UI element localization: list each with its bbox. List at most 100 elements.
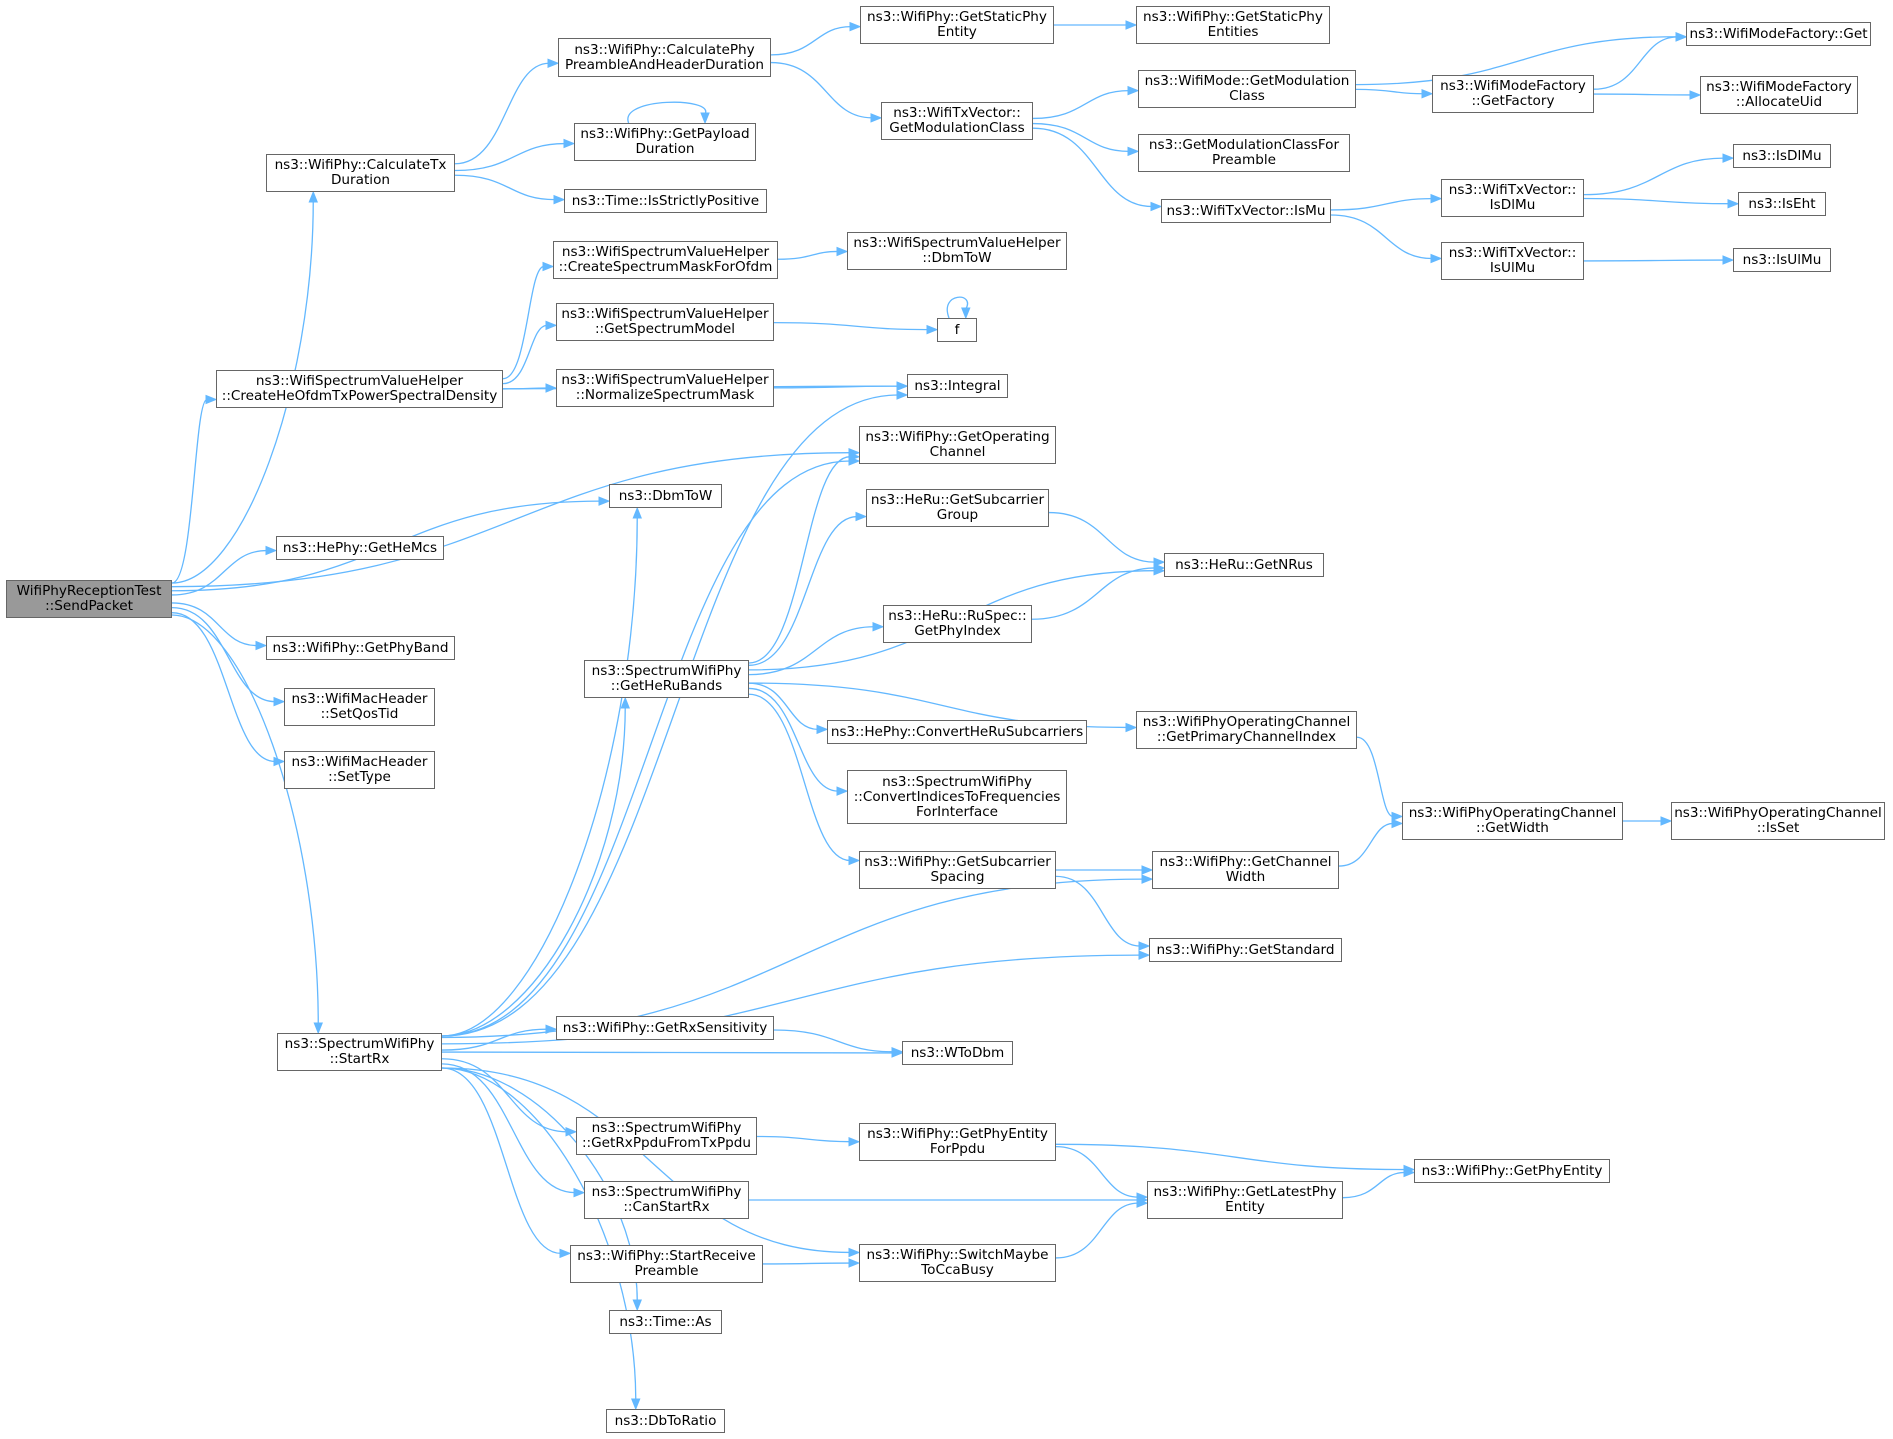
graph-node-label: ns3::WifiPhyOperatingChannel <box>1674 805 1882 821</box>
edge-heOfdm-to-maskOfdm <box>502 265 545 380</box>
graph-node-getNRus[interactable]: ns3::HeRu::GetNRus <box>1164 553 1324 577</box>
graph-node-label: ns3::IsUlMu <box>1742 251 1822 268</box>
graph-node-setQosTid[interactable]: ns3::WifiMacHeader::SetQosTid <box>284 688 435 726</box>
edge-entityPpdu-to-getPhyEntity <box>1055 1143 1406 1171</box>
graph-node-label: ns3::Integral <box>914 377 1001 394</box>
graph-node-phyIndex[interactable]: ns3::HeRu::RuSpec::GetPhyIndex <box>883 605 1032 643</box>
graph-node-allocUid[interactable]: ns3::WifiModeFactory::AllocateUid <box>1700 76 1858 114</box>
edge-arrowhead <box>1689 90 1702 100</box>
graph-node-convHeRu[interactable]: ns3::HePhy::ConvertHeRuSubcarriers <box>827 720 1087 744</box>
graph-node-strictlyPos[interactable]: ns3::Time::IsStrictlyPositive <box>564 189 767 213</box>
graph-node-opIsSet[interactable]: ns3::WifiPhyOperatingChannel::IsSet <box>1671 802 1885 840</box>
edge-latestEntity-to-getPhyEntity <box>1342 1171 1406 1199</box>
graph-node-label: ns3::SpectrumWifiPhy <box>591 663 742 679</box>
graph-node-txModClass[interactable]: ns3::WifiTxVector::GetModulationClass <box>881 102 1033 140</box>
graph-node-rxSens[interactable]: ns3::WifiPhy::GetRxSensitivity <box>556 1016 774 1040</box>
graph-node-label: ns3::HeRu::GetNRus <box>1175 556 1313 573</box>
graph-node-canStartRx[interactable]: ns3::SpectrumWifiPhy::CanStartRx <box>584 1181 749 1219</box>
edge-chWidth-to-opGetWidth <box>1338 822 1394 867</box>
graph-node-label: ::CreateSpectrumMaskForOfdm <box>558 259 773 275</box>
graph-node-label: ::NormalizeSpectrumMask <box>575 387 755 403</box>
edge-modeModClass-to-factory <box>1355 88 1424 95</box>
edge-arrowhead <box>542 261 555 272</box>
graph-node-wToDbm[interactable]: ns3::WToDbm <box>902 1041 1013 1065</box>
graph-node-factory[interactable]: ns3::WifiModeFactory::GetFactory <box>1432 75 1594 113</box>
graph-node-txIsUlMu[interactable]: ns3::WifiTxVector::IsUlMu <box>1441 242 1584 280</box>
graph-node-heOfdm[interactable]: ns3::WifiSpectrumValueHelper::CreateHeOf… <box>216 370 503 408</box>
graph-node-label: ns3::WifiPhyOperatingChannel <box>1408 805 1617 821</box>
graph-node-label: ::StartRx <box>329 1051 390 1067</box>
edge-arrowhead <box>1141 865 1154 875</box>
graph-node-txIsMu[interactable]: ns3::WifiTxVector::IsMu <box>1161 199 1331 223</box>
edge-root-to-setQosTid <box>171 606 276 703</box>
graph-node-label: ns3::WifiMacHeader <box>291 691 428 707</box>
graph-node-isDlMu[interactable]: ns3::IsDlMu <box>1733 144 1831 168</box>
edge-arrowhead <box>598 496 611 506</box>
graph-node-label: Entities <box>1207 24 1259 40</box>
graph-node-specModel[interactable]: ns3::WifiSpectrumValueHelper::GetSpectru… <box>556 303 774 341</box>
edge-arrowhead <box>1675 32 1688 42</box>
edge-subSpacing-to-getStandard <box>1055 875 1141 947</box>
graph-node-label: Preamble <box>1212 152 1276 168</box>
graph-node-isEht[interactable]: ns3::IsEht <box>1738 192 1826 216</box>
edge-root-to-getPhyBand <box>171 602 258 647</box>
graph-node-maskOfdm[interactable]: ns3::WifiSpectrumValueHelper::CreateSpec… <box>553 241 778 279</box>
graph-node-dbToRatio[interactable]: ns3::DbToRatio <box>606 1409 725 1433</box>
edge-arrowhead <box>1421 89 1434 99</box>
graph-node-heRuBands[interactable]: ns3::SpectrumWifiPhy::GetHeRuBands <box>584 660 749 698</box>
graph-node-label: ns3::WifiPhy::GetPhyEntity <box>1421 1162 1603 1179</box>
graph-node-label: ns3::SpectrumWifiPhy <box>591 1120 742 1136</box>
graph-node-factoryGet[interactable]: ns3::WifiModeFactory::Get <box>1686 22 1871 46</box>
graph-node-dbmToW[interactable]: ns3::DbmToW <box>609 484 722 508</box>
graph-node-helperDbmToW[interactable]: ns3::WifiSpectrumValueHelper::DbmToW <box>847 232 1067 270</box>
graph-node-label: ns3::WifiMode::GetModulation <box>1144 73 1350 89</box>
graph-node-integral[interactable]: ns3::Integral <box>907 374 1008 398</box>
graph-node-root: WifiPhyReceptionTest::SendPacket <box>6 580 172 618</box>
edge-root-to-heOfdm <box>171 398 208 584</box>
graph-node-startRx[interactable]: ns3::SpectrumWifiPhy::StartRx <box>277 1033 442 1071</box>
graph-node-timeAs[interactable]: ns3::Time::As <box>609 1310 722 1334</box>
graph-node-opGetWidth[interactable]: ns3::WifiPhyOperatingChannel::GetWidth <box>1402 802 1623 840</box>
graph-node-label: ns3::WifiPhy::SwitchMaybe <box>866 1247 1049 1263</box>
edge-arrowhead <box>1150 201 1163 212</box>
graph-node-normMask[interactable]: ns3::WifiSpectrumValueHelper::NormalizeS… <box>556 369 774 407</box>
edge-factory-to-factoryGet <box>1593 36 1678 90</box>
graph-node-label: ::GetRxPpduFromTxPpdu <box>581 1135 752 1151</box>
edge-arrowhead <box>1153 563 1166 573</box>
graph-node-f[interactable]: f <box>937 318 977 342</box>
graph-node-isUlMu[interactable]: ns3::IsUlMu <box>1733 248 1831 272</box>
graph-node-primIdx[interactable]: ns3::WifiPhyOperatingChannel::GetPrimary… <box>1136 711 1357 749</box>
graph-node-setType[interactable]: ns3::WifiMacHeader::SetType <box>284 751 435 789</box>
edge-arrowhead <box>308 190 318 203</box>
graph-node-convIdx[interactable]: ns3::SpectrumWifiPhy::ConvertIndicesToFr… <box>847 770 1067 824</box>
graph-node-label: ns3::Time::IsStrictlyPositive <box>571 192 760 209</box>
edge-f-to-f <box>946 296 969 319</box>
graph-node-getPhyBand[interactable]: ns3::WifiPhy::GetPhyBand <box>266 636 455 660</box>
graph-node-label: ::GetHeRuBands <box>610 678 723 694</box>
graph-node-label: ::SendPacket <box>45 598 133 614</box>
graph-node-label: Group <box>936 507 979 523</box>
graph-node-txIsDlMu[interactable]: ns3::WifiTxVector::IsDlMu <box>1441 179 1584 217</box>
graph-node-getStandard[interactable]: ns3::WifiPhy::GetStandard <box>1149 938 1342 962</box>
graph-node-rxPpdu[interactable]: ns3::SpectrumWifiPhy::GetRxPpduFromTxPpd… <box>576 1117 757 1155</box>
graph-node-getHeMcs[interactable]: ns3::HePhy::GetHeMcs <box>276 536 444 560</box>
graph-node-getPhyEntity[interactable]: ns3::WifiPhy::GetPhyEntity <box>1414 1159 1610 1183</box>
edge-arrowhead <box>848 451 861 462</box>
edge-arrowhead <box>870 113 883 123</box>
